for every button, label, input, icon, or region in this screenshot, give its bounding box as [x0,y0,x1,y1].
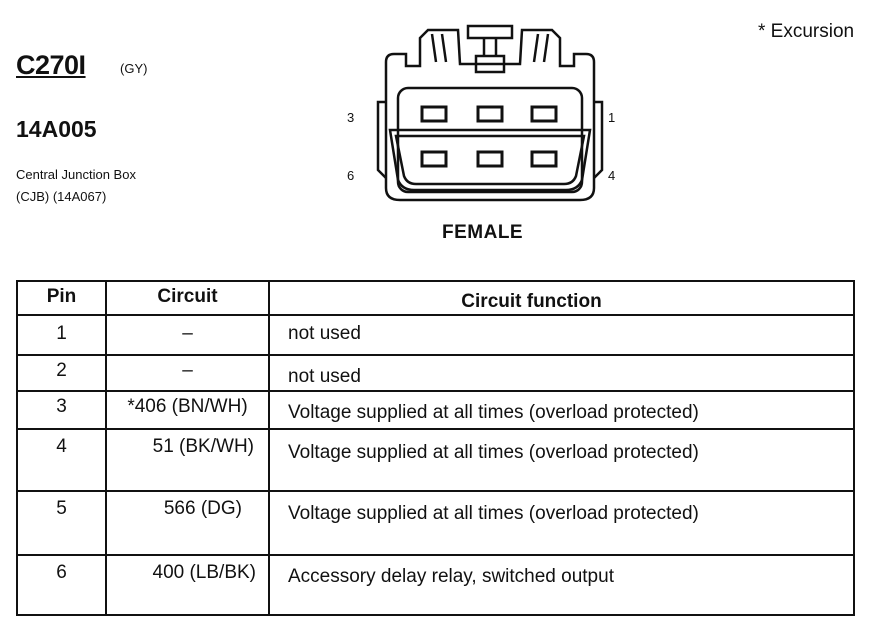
pin-label-3: 3 [347,110,355,125]
excursion-note: * Excursion [758,21,855,42]
pinout-table: Pin Circuit Circuit function 1 – not use… [16,280,855,616]
part-number: 14A005 [16,116,97,142]
cell-pin: 4 [16,428,107,492]
wire-color-code: (GY) [120,61,148,76]
table-row: 1 – not used [16,314,855,356]
connector-face-diagram [376,24,604,202]
table-row: 3 *406 (BN/WH) Voltage supplied at all t… [16,390,855,430]
header-pin: Pin [16,280,107,316]
cell-circuit: – [105,354,270,392]
cell-pin: 6 [16,554,107,616]
header-circuit-function: Circuit function [268,280,855,316]
cell-function: Accessory delay relay, switched output [268,554,855,616]
cell-function: not used [268,354,855,392]
cell-function: Voltage supplied at all times (overload … [268,390,855,430]
component-description-line1: Central Junction Box [16,167,136,182]
cell-function: not used [268,314,855,356]
pin-label-4: 4 [608,168,616,183]
connector-id: C270I [16,50,86,80]
cell-pin: 1 [16,314,107,356]
cell-circuit: 400 (LB/BK) [105,554,270,616]
pin-label-6: 6 [347,168,355,183]
cell-function: Voltage supplied at all times (overload … [268,490,855,556]
cell-function: Voltage supplied at all times (overload … [268,428,855,492]
table-header-row: Pin Circuit Circuit function [16,280,855,316]
table-row: 2 – not used [16,354,855,392]
table-row: 5 566 (DG) Voltage supplied at all times… [16,490,855,556]
pin-label-1: 1 [608,110,616,125]
cell-circuit: *406 (BN/WH) [105,390,270,430]
cell-pin: 5 [16,490,107,556]
header-circuit: Circuit [105,280,270,316]
cell-circuit: – [105,314,270,356]
connector-gender-caption: FEMALE [442,222,524,243]
table-row: 6 400 (LB/BK) Accessory delay relay, swi… [16,554,855,616]
component-description-line2: (CJB) (14A067) [16,189,107,204]
cell-pin: 3 [16,390,107,430]
table-row: 4 51 (BK/WH) Voltage supplied at all tim… [16,428,855,492]
cell-pin: 2 [16,354,107,392]
cell-circuit: 566 (DG) [105,490,270,556]
cell-circuit: 51 (BK/WH) [105,428,270,492]
